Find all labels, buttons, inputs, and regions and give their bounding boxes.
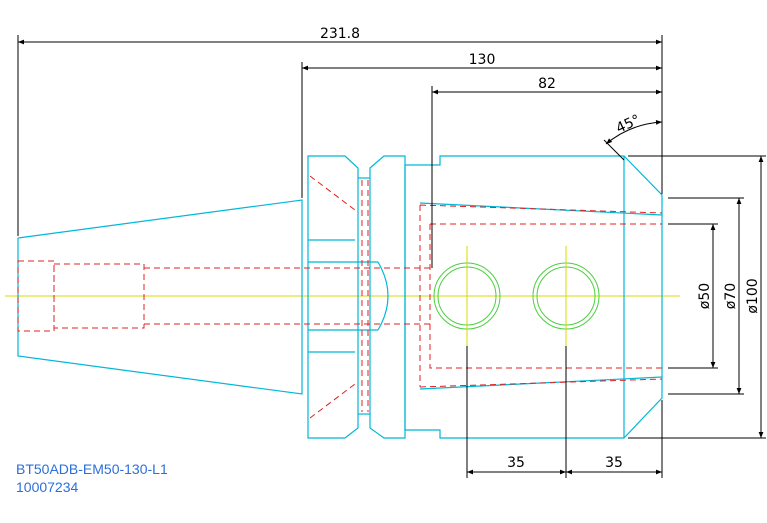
cross-holes bbox=[433, 246, 600, 346]
dim-diameter-mid: ø70 bbox=[723, 283, 739, 309]
dimension-lines bbox=[17, 35, 766, 478]
dim-bore-depth: 82 bbox=[538, 76, 556, 92]
holder-body bbox=[404, 155, 663, 439]
part-code-label: 10007234 bbox=[16, 479, 79, 495]
dim-overall-length: 231.8 bbox=[320, 26, 360, 42]
dim-hole-spacing-left: 35 bbox=[507, 455, 525, 471]
taper-shank bbox=[17, 199, 303, 395]
dim-gauge-length: 130 bbox=[469, 52, 496, 68]
dim-chamfer-angle: 45° bbox=[614, 112, 643, 137]
dim-diameter-small: ø50 bbox=[697, 283, 713, 309]
part-number-label: BT50ADB-EM50-130-L1 bbox=[16, 461, 168, 477]
hidden-lines bbox=[17, 175, 663, 419]
flange bbox=[307, 155, 406, 439]
dim-diameter-large: ø100 bbox=[745, 278, 761, 313]
dim-hole-spacing-right: 35 bbox=[605, 455, 623, 471]
